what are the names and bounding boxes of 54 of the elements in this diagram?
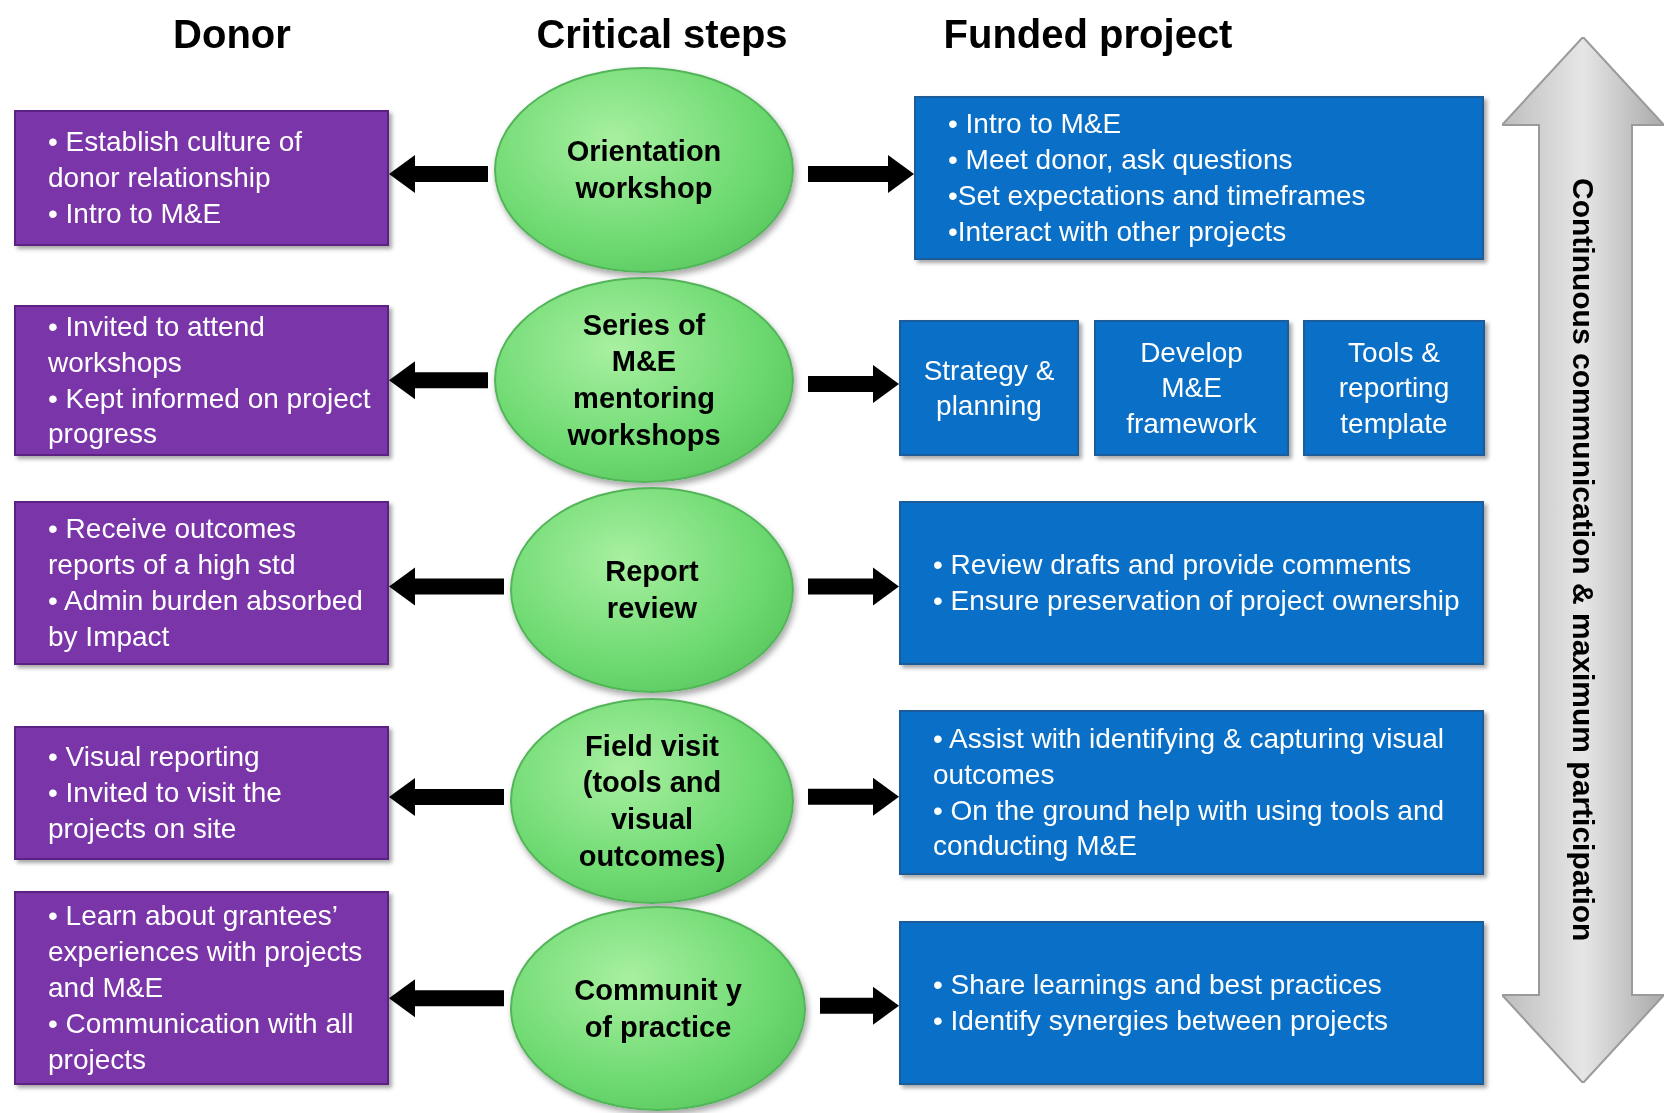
- donor-box: [14, 501, 389, 665]
- bullet-text: • Meet donor, ask questions: [947, 143, 1294, 178]
- project-box: [899, 710, 1484, 875]
- project-box: [899, 921, 1484, 1085]
- project-box: [1094, 320, 1289, 456]
- column-heading: Funded project: [943, 11, 1233, 58]
- bullet-text: • Communication with all projects: [47, 1006, 355, 1077]
- bullet-text: • On the ground help with using tools and conducting M&E: [932, 793, 1446, 864]
- bullet-text: • Ensure preservation of project ownership: [932, 584, 1461, 618]
- project-box: [1303, 320, 1485, 456]
- bullet-text: • Share learnings and best practices: [932, 968, 1383, 1003]
- bullet-text: • Kept informed on project progress: [47, 381, 371, 452]
- column-heading: Donor: [173, 11, 291, 58]
- bullet-text: • Admin burden absorbed by Impact: [47, 584, 364, 654]
- block-arrow: [389, 567, 504, 606]
- bullet-text: • Intro to M&E: [47, 196, 223, 231]
- block-arrow: [389, 361, 488, 400]
- bullet-text: • Receive outcomes reports of a high std: [47, 512, 297, 583]
- bullet-text: • Establish culture of donor relationship: [47, 125, 304, 196]
- project-box: [899, 501, 1484, 665]
- block-arrow: [820, 986, 899, 1025]
- block-arrow: [389, 155, 488, 193]
- step-text: Field visit (tools and visual outcomes): [577, 728, 727, 874]
- step-text: Orientation workshop: [565, 134, 723, 206]
- block-arrow: [808, 365, 899, 403]
- donor-box: [14, 305, 389, 456]
- step-text: Series of M&E mentoring workshops: [566, 307, 722, 453]
- bullet-text: • Intro to M&E: [947, 107, 1123, 142]
- bullet-text: • Learn about grantees’ experiences with projects and M&E: [47, 899, 364, 1006]
- block-arrow: [808, 155, 914, 193]
- box-text: Develop M&E framework: [1125, 336, 1258, 441]
- step-text: Communit y of practice: [573, 972, 743, 1045]
- donor-box: [14, 726, 389, 860]
- donor-box: [14, 891, 389, 1085]
- bullet-text: • Assist with identifying & capturing visual outcomes: [932, 721, 1445, 792]
- bullet-text: • Identify synergies between projects: [932, 1004, 1389, 1038]
- project-box: [914, 96, 1484, 260]
- bullet-text: • Invited to visit the projects on site: [47, 776, 283, 846]
- column-heading: Critical steps: [536, 11, 788, 58]
- bullet-text: • Review drafts and provide comments: [932, 548, 1413, 583]
- donor-box: [14, 110, 389, 246]
- box-text: Strategy & planning: [922, 353, 1056, 423]
- step-text: Report review: [604, 554, 700, 626]
- bullet-text: • Visual reporting: [47, 740, 261, 775]
- block-arrow: [389, 979, 504, 1018]
- project-box: [899, 320, 1079, 456]
- arrow-text: Continuous communication & maximum participation: [1566, 178, 1601, 942]
- block-arrow: [808, 567, 899, 606]
- block-arrow: [389, 778, 504, 816]
- block-arrow: [808, 777, 899, 816]
- bullet-text: •Set expectations and timeframes: [947, 179, 1367, 213]
- box-text: Tools & reporting template: [1337, 336, 1451, 441]
- bullet-text: •Interact with other projects: [947, 214, 1288, 249]
- bullet-text: • Invited to attend workshops: [47, 309, 266, 380]
